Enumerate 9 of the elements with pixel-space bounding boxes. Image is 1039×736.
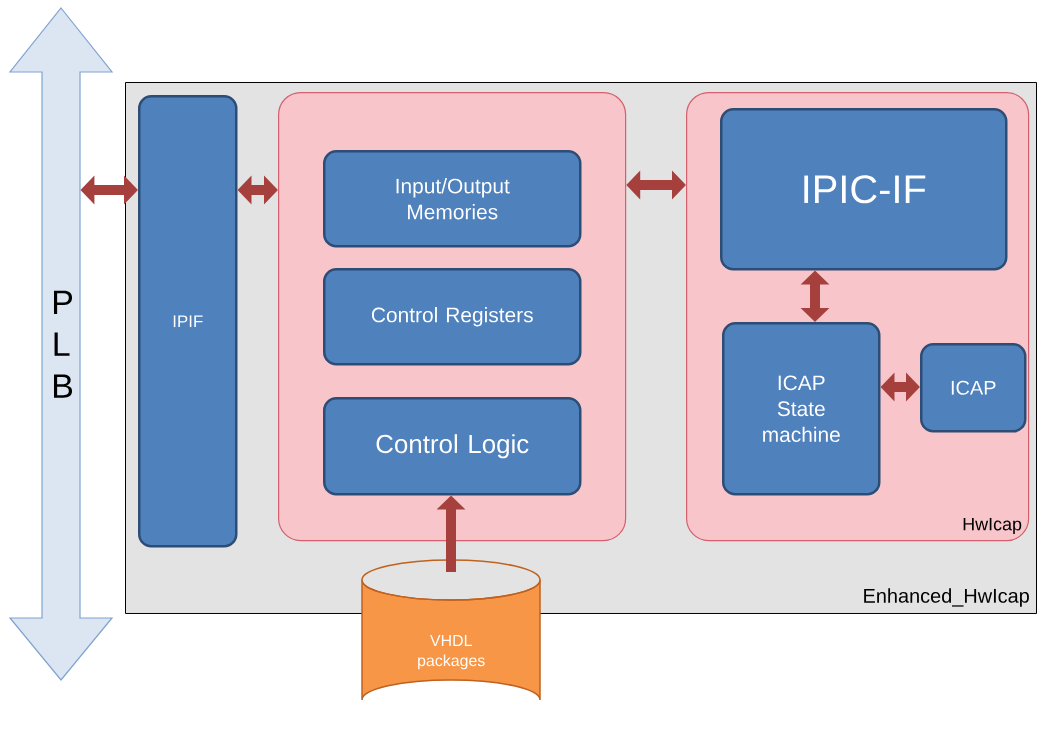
process-box: IPIC-IF <box>720 108 1008 271</box>
process-box: IPIF <box>138 95 238 548</box>
process-box: Input/Output Memories <box>323 150 582 248</box>
process-box: ICAP State machine <box>722 322 881 496</box>
process-box: Control Logic <box>323 397 582 496</box>
database-cylinder: VHDL packages <box>361 559 541 701</box>
process-box: ICAP <box>920 343 1027 433</box>
process-box: Control Registers <box>323 268 582 366</box>
double-arrow <box>626 170 686 200</box>
